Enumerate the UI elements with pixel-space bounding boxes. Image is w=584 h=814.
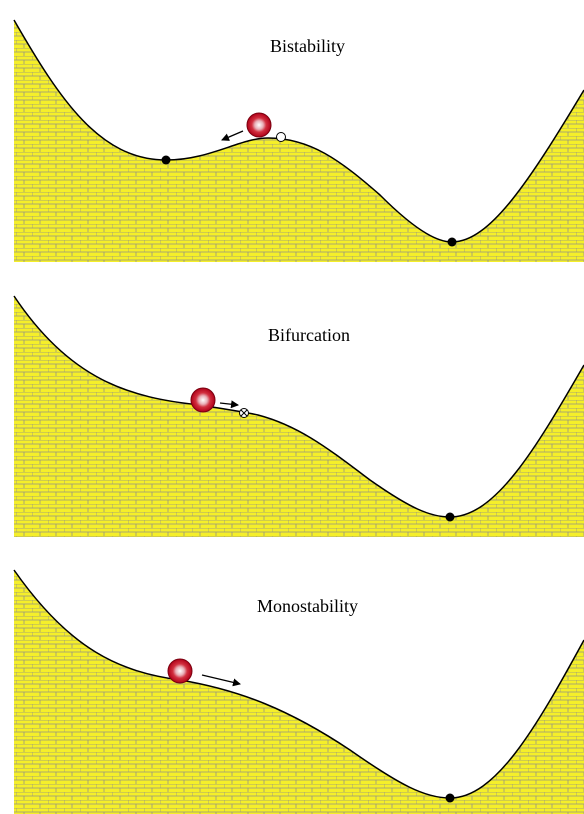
arrow-left-icon xyxy=(222,131,243,140)
ball xyxy=(247,113,271,137)
ball xyxy=(191,388,215,412)
panel-bifurcation: Bifurcation xyxy=(14,296,584,537)
stable-point-left xyxy=(162,156,171,165)
stable-point xyxy=(446,513,455,522)
panel-title-bifurcation: Bifurcation xyxy=(268,325,350,345)
arrow-right-icon xyxy=(202,675,240,684)
unstable-point xyxy=(277,133,286,142)
bistability-terrain xyxy=(14,20,584,262)
ball xyxy=(168,659,192,683)
panel-bistability: Bistability xyxy=(14,20,584,262)
marginal-point xyxy=(240,409,249,418)
panel-monostability: Monostability xyxy=(14,570,584,814)
arrow-right-icon xyxy=(220,403,238,405)
stable-point-right xyxy=(448,238,457,247)
panel-title-bistability: Bistability xyxy=(270,36,345,56)
stable-point xyxy=(446,794,455,803)
panel-title-monostability: Monostability xyxy=(257,596,358,616)
